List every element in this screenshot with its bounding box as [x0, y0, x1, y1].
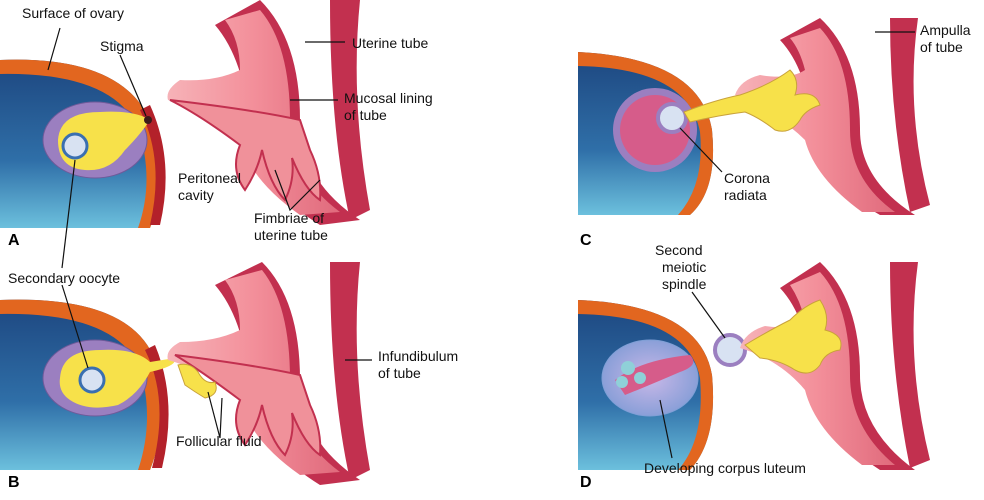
label-second-meiotic-2: meiotic: [662, 259, 706, 275]
panel-label-c: C: [580, 232, 592, 250]
panel-d-illustration: [578, 262, 930, 470]
oocyte-c: [658, 104, 686, 132]
luteal-cell: [621, 361, 635, 375]
label-surface-of-ovary: Surface of ovary: [22, 5, 124, 21]
label-fimbriae-1: Fimbriae of: [254, 210, 324, 226]
label-secondary-oocyte: Secondary oocyte: [8, 270, 120, 286]
label-peritoneal-2: cavity: [178, 187, 214, 203]
label-mucosal-lining-2: of tube: [344, 107, 387, 123]
luteal-cell: [616, 376, 628, 388]
stigma-point: [144, 116, 152, 124]
label-second-meiotic-1: Second: [655, 242, 702, 258]
label-second-meiotic-3: spindle: [662, 276, 706, 292]
leader-second-meiotic-spindle: [692, 292, 725, 338]
oocyte-b: [80, 368, 104, 392]
label-uterine-tube: Uterine tube: [352, 35, 428, 51]
panel-b-illustration: [0, 262, 370, 485]
label-peritoneal-1: Peritoneal: [178, 170, 241, 186]
label-corona-2: radiata: [724, 187, 767, 203]
label-stigma: Stigma: [100, 38, 144, 54]
label-corona-1: Corona: [724, 170, 770, 186]
label-ampulla-2: of tube: [920, 39, 963, 55]
label-infundibulum-2: of tube: [378, 365, 421, 381]
label-mucosal-lining-1: Mucosal lining: [344, 90, 433, 106]
panel-label-a: A: [8, 232, 20, 250]
leader-follicular-fluid: [208, 392, 222, 438]
tube-outer-b: [330, 262, 370, 480]
label-ampulla-1: Ampulla: [920, 22, 971, 38]
oocyte-d: [715, 335, 745, 365]
tube-outer-d: [890, 262, 930, 468]
panel-label-b: B: [8, 474, 20, 492]
luteal-cell: [634, 372, 646, 384]
label-developing-corpus-luteum: Developing corpus luteum: [644, 460, 806, 476]
oocyte-a: [63, 134, 87, 158]
label-follicular-fluid: Follicular fluid: [176, 433, 262, 449]
label-fimbriae-2: uterine tube: [254, 227, 328, 243]
label-infundibulum-1: Infundibulum: [378, 348, 458, 364]
panel-label-d: D: [580, 474, 592, 492]
